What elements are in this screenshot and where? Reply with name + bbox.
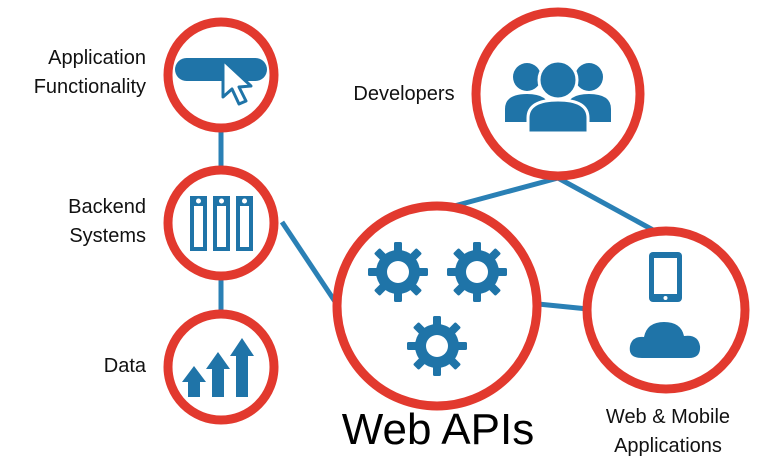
ring-web-mobile-applications [582, 226, 750, 394]
node-web-mobile-applications [582, 226, 750, 394]
label-backend-systems: Backend Systems [68, 196, 146, 247]
node-application-functionality [163, 17, 279, 133]
node-developers [471, 7, 645, 181]
cursor-click-icon [175, 58, 267, 106]
label-developers: Developers [353, 83, 455, 105]
phone-cloud-icon [629, 252, 701, 358]
growth-arrows-icon [182, 338, 254, 397]
node-web-apis [332, 201, 542, 411]
user-group-icon [505, 59, 611, 135]
label-web-apis: Web APIs [341, 405, 535, 454]
label-data: Data [103, 355, 146, 377]
ring-backend-systems [163, 165, 279, 281]
node-data [163, 309, 279, 425]
label-application-functionality: Application Functionality [33, 47, 146, 98]
label-web-mobile-applications: Web & Mobile Applications [605, 406, 731, 457]
connector-developers-mobile [556, 175, 666, 239]
node-backend-systems [163, 165, 279, 281]
server-racks-icon [190, 196, 253, 251]
